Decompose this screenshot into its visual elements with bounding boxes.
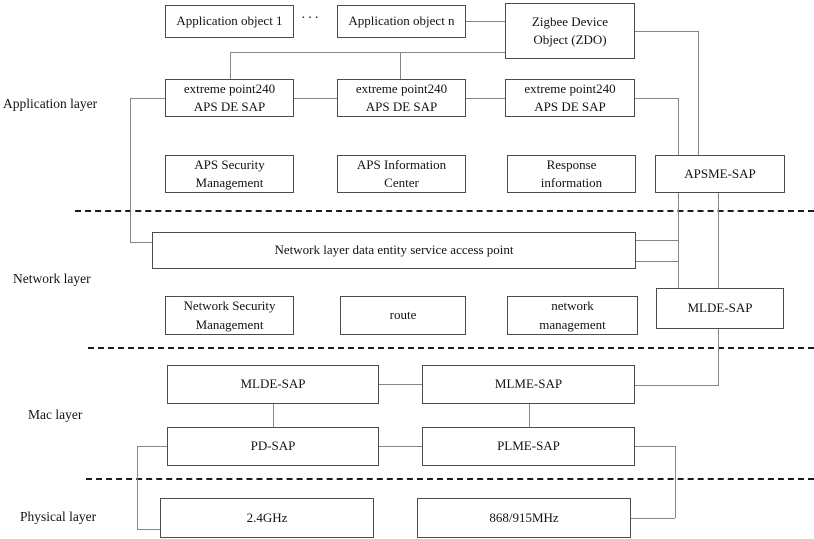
ellipsis-application-objects: ··· [301, 11, 321, 26]
connector-left-drop [130, 98, 131, 242]
separator-mac-physical [86, 478, 814, 480]
box-868-915mhz: 868/915MHz [417, 498, 631, 538]
separator-network-mac [88, 347, 814, 349]
separator-application-network [75, 210, 814, 212]
label-mac-layer: Mac layer [28, 407, 83, 422]
connector-mlme-plme [529, 404, 530, 427]
connector-pd-left [137, 446, 167, 447]
connector-bus-ep1 [230, 52, 231, 79]
box-2-4ghz: 2.4GHz [160, 498, 374, 538]
label-physical-layer: Physical layer [20, 509, 97, 524]
connector-apsme-mldenet-b [718, 193, 719, 288]
box-zigbee-device-object: Zigbee Device Object (ZDO) [505, 3, 635, 59]
connector-plme-right [635, 446, 675, 447]
connector-bus-ep2 [400, 52, 401, 79]
box-apsme-sap: APSME-SAP [655, 155, 785, 193]
box-aps-de-sap-1: extreme point240 APS DE SAP [165, 79, 294, 117]
connector-ep3-apsme [678, 98, 679, 155]
connector-left-netbox [130, 242, 152, 243]
connector-mldemac-pd [273, 404, 274, 427]
box-aps-information-center: APS Information Center [337, 155, 466, 193]
box-application-object-n: Application object n [337, 5, 466, 38]
box-aps-de-sap-2: extreme point240 APS DE SAP [337, 79, 466, 117]
connector-zdo-bus [230, 52, 505, 53]
box-plme-sap: PLME-SAP [422, 427, 635, 466]
connector-ep3-right [635, 98, 678, 99]
label-network-layer: Network layer [13, 271, 91, 286]
connector-netbox-tap-upper [636, 240, 678, 241]
connector-appobjn-zdo [466, 21, 505, 22]
connector-ep1-left [130, 98, 165, 99]
box-network-management: network management [507, 296, 638, 335]
connector-plme-868-drop [675, 446, 676, 518]
connector-zdo-right [635, 31, 698, 32]
box-network-layer-data-entity-sap: Network layer data entity service access… [152, 232, 636, 269]
connector-zdo-apsme [698, 31, 699, 155]
connector-mldemac-mlme [379, 384, 422, 385]
connector-netbox-tap-lower [636, 261, 678, 262]
connector-ep2-ep3 [466, 98, 505, 99]
box-pd-sap: PD-SAP [167, 427, 379, 466]
connector-pd-24ghz-drop [137, 446, 138, 529]
box-aps-de-sap-3: extreme point240 APS DE SAP [505, 79, 635, 117]
connector-apsme-mldenet-a [678, 193, 679, 288]
connector-ep1-ep2 [294, 98, 337, 99]
connector-24ghz-stub [137, 529, 160, 530]
box-response-information: Response information [507, 155, 636, 193]
connector-mldenet-down [718, 329, 719, 385]
box-network-security-management: Network Security Management [165, 296, 294, 335]
box-application-object-1: Application object 1 [165, 5, 294, 38]
connector-mlme-right [635, 385, 719, 386]
connector-868-stub [631, 518, 675, 519]
box-mlde-sap-mac: MLDE-SAP [167, 365, 379, 404]
connector-pd-plme [379, 446, 422, 447]
label-application-layer: Application layer [3, 96, 98, 111]
box-mlde-sap-network: MLDE-SAP [656, 288, 784, 329]
box-aps-security-management: APS Security Management [165, 155, 294, 193]
box-mlme-sap: MLME-SAP [422, 365, 635, 404]
box-route: route [340, 296, 466, 335]
